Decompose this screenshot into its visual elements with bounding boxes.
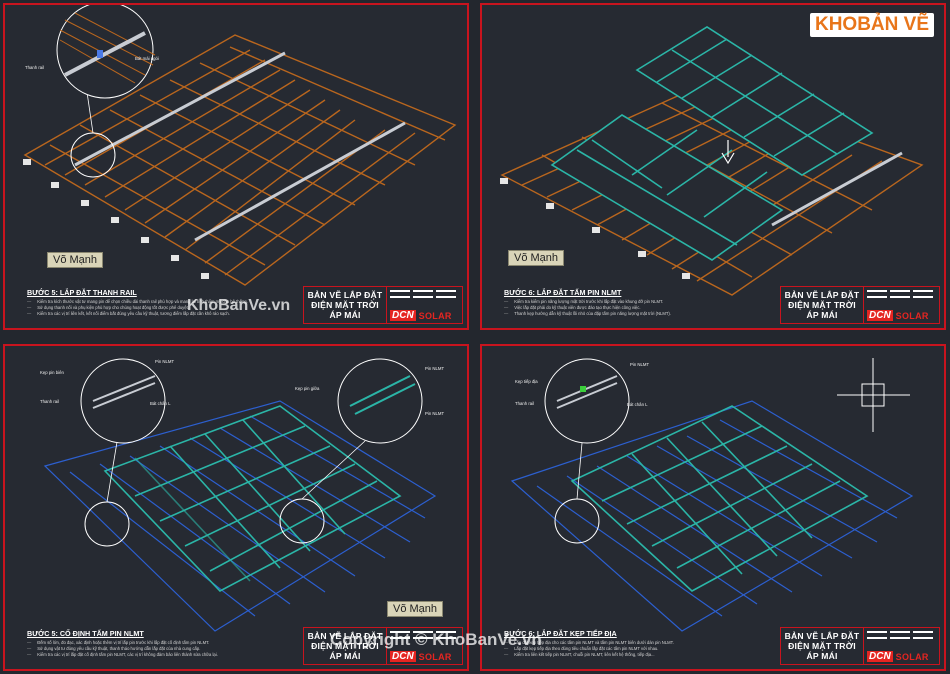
callout-label: Thanh rail (25, 65, 45, 70)
callout-label: Kẹp pin biên (40, 370, 64, 375)
callout-label: Kẹp pin giữa (295, 386, 320, 391)
title-block-title: BẢN VẼ LẮP ĐẶT ĐIỆN MẶT TRỜI ÁP MÁI (304, 287, 386, 323)
note-line: Kiểm tra kiểm pin năng lượng mặt trời tr… (504, 299, 671, 305)
title-line: ÁP MÁI (329, 310, 361, 320)
callout-label: Bát mái ngói (135, 56, 159, 61)
callout-label: Bát chân L (150, 401, 171, 406)
note-line: Sử dụng vật tư đúng yêu cầu kỹ thuật, th… (27, 646, 218, 652)
step-notes: Lắp đặt kẹp tiếp địa cho các tấm pin NLM… (504, 640, 674, 658)
brand-mark: DCN (867, 310, 893, 321)
note-line: Kiểm tra liên kết tiếp pin NLMT, chuỗi p… (504, 652, 674, 658)
title-block-title: BẢN VẼ LẮP ĐẶT ĐIỆN MẶT TRỜI ÁP MÁI (781, 287, 863, 323)
title-line: BẢN VẼ LẮP ĐẶT (307, 631, 383, 641)
note-line: Sử dụng thanh nối và phụ kiện phù hợp ch… (27, 305, 248, 311)
callout-label: Pin NLMT (425, 366, 445, 371)
callout-label: Pin NLMT (630, 362, 650, 367)
title-line: ÁP MÁI (329, 651, 361, 661)
grounding-drawing (510, 358, 914, 632)
title-block-title: BẢN VẼ LẮP ĐẶT ĐIỆN MẶT TRỜI ÁP MÁI (304, 628, 386, 664)
brand-mark: DCN (867, 651, 893, 662)
title-line: ÁP MÁI (806, 651, 838, 661)
note-line: Lắp đặt kẹp tiếp địa cho các tấm pin NLM… (504, 640, 674, 646)
note-line: Lắp đặt kẹp tiếp địa theo đúng tiêu chuẩ… (504, 646, 674, 652)
logo-dashes (867, 290, 936, 299)
title-line: BẢN VẼ LẮP ĐẶT (784, 631, 860, 641)
step-title: BƯỚC 5: CỐ ĐỊNH TẤM PIN NLMT (27, 629, 144, 638)
brand-text: SOLAR (895, 651, 929, 662)
note-line: Kiểm tra kích thước vật tư mang pin để c… (27, 299, 248, 305)
note-line: Kiểm tra các vị trí lắp đặt cố định tấm … (27, 652, 218, 658)
brand-mark: DCN (390, 310, 416, 321)
step-notes: Đếm số lớn, đo đạc, xác định hoặc thêm v… (27, 640, 218, 658)
step-notes: Kiểm tra kích thước vật tư mang pin để c… (27, 299, 248, 317)
note-line: Đếm số lớn, đo đạc, xác định hoặc thêm v… (27, 640, 218, 646)
logo-dashes (390, 290, 459, 299)
title-line: ĐIỆN MẶT TRỜI (788, 300, 856, 310)
title-line: BẢN VẼ LẮP ĐẶT (307, 290, 383, 300)
note-line: Việc lắp đặt phải do kỹ thuật viên được … (504, 305, 671, 311)
logo-dashes (867, 631, 936, 640)
callout-label: Thanh rail (40, 399, 60, 404)
logo-text: KHO (814, 14, 858, 35)
brand-mark: DCN (390, 651, 416, 662)
note-line: Thanh kẹp hướng dẫn kỹ thuật lồi nhỏ của… (504, 311, 671, 317)
title-line: ĐIỆN MẶT TRỜI (788, 641, 856, 651)
callout-label: Pin NLMT (155, 359, 175, 364)
signature: Võ Mạnh (47, 252, 104, 268)
panel-install-drawing (500, 26, 924, 296)
step-title: BƯỚC 5: LẮP ĐẶT THANH RAIL (27, 288, 137, 297)
panel-step5-rail: Thanh rail Bát mái ngói Võ Mạnh BƯỚC 5: … (3, 3, 469, 330)
panel-step5-fix-panels: Kẹp pin biên Thanh rail Bát chân L Pin N… (3, 344, 469, 671)
title-block-title: BẢN VẼ LẮP ĐẶT ĐIỆN MẶT TRỜI ÁP MÁI (781, 628, 863, 664)
note-line: Kiểm tra các vị trí liên kết, kết nối đi… (27, 311, 248, 317)
title-line: ĐIỆN MẶT TRỜI (311, 641, 379, 651)
panel-step6-panels: Võ Mạnh BƯỚC 6: LẮP ĐẶT TẤM PIN NLMT Kiể… (480, 3, 946, 330)
step-title: BƯỚC 6: LẮP ĐẶT KẸP TIẾP ĐỊA (504, 629, 617, 638)
callout-label: Kẹp tiếp địa (515, 379, 538, 384)
brand-text: SOLAR (418, 651, 452, 662)
brand-text: SOLAR (418, 310, 452, 321)
title-line: ÁP MÁI (806, 310, 838, 320)
title-line: BẢN VẼ LẮP ĐẶT (784, 290, 860, 300)
signature: Võ Mạnh (508, 250, 565, 266)
signature: Võ Mạnh (387, 601, 444, 617)
step-title: BƯỚC 6: LẮP ĐẶT TẤM PIN NLMT (504, 288, 622, 297)
step-notes: Kiểm tra kiểm pin năng lượng mặt trời tr… (504, 299, 671, 317)
callout-label: Pin NLMT (425, 411, 445, 416)
roof-tile-drawing (23, 5, 457, 286)
logo-text: BẢN VẼ (857, 14, 929, 35)
title-line: ĐIỆN MẶT TRỜI (311, 300, 379, 310)
logo-dashes (390, 631, 459, 640)
fix-panel-drawing (43, 358, 437, 632)
panel-step6-grounding: Kẹp tiếp địa Thanh rail Pin NLMT Bát châ… (480, 344, 946, 671)
brand-text: SOLAR (895, 310, 929, 321)
callout-label: Thanh rail (515, 401, 535, 406)
callout-label: Bát chân L (627, 402, 648, 407)
